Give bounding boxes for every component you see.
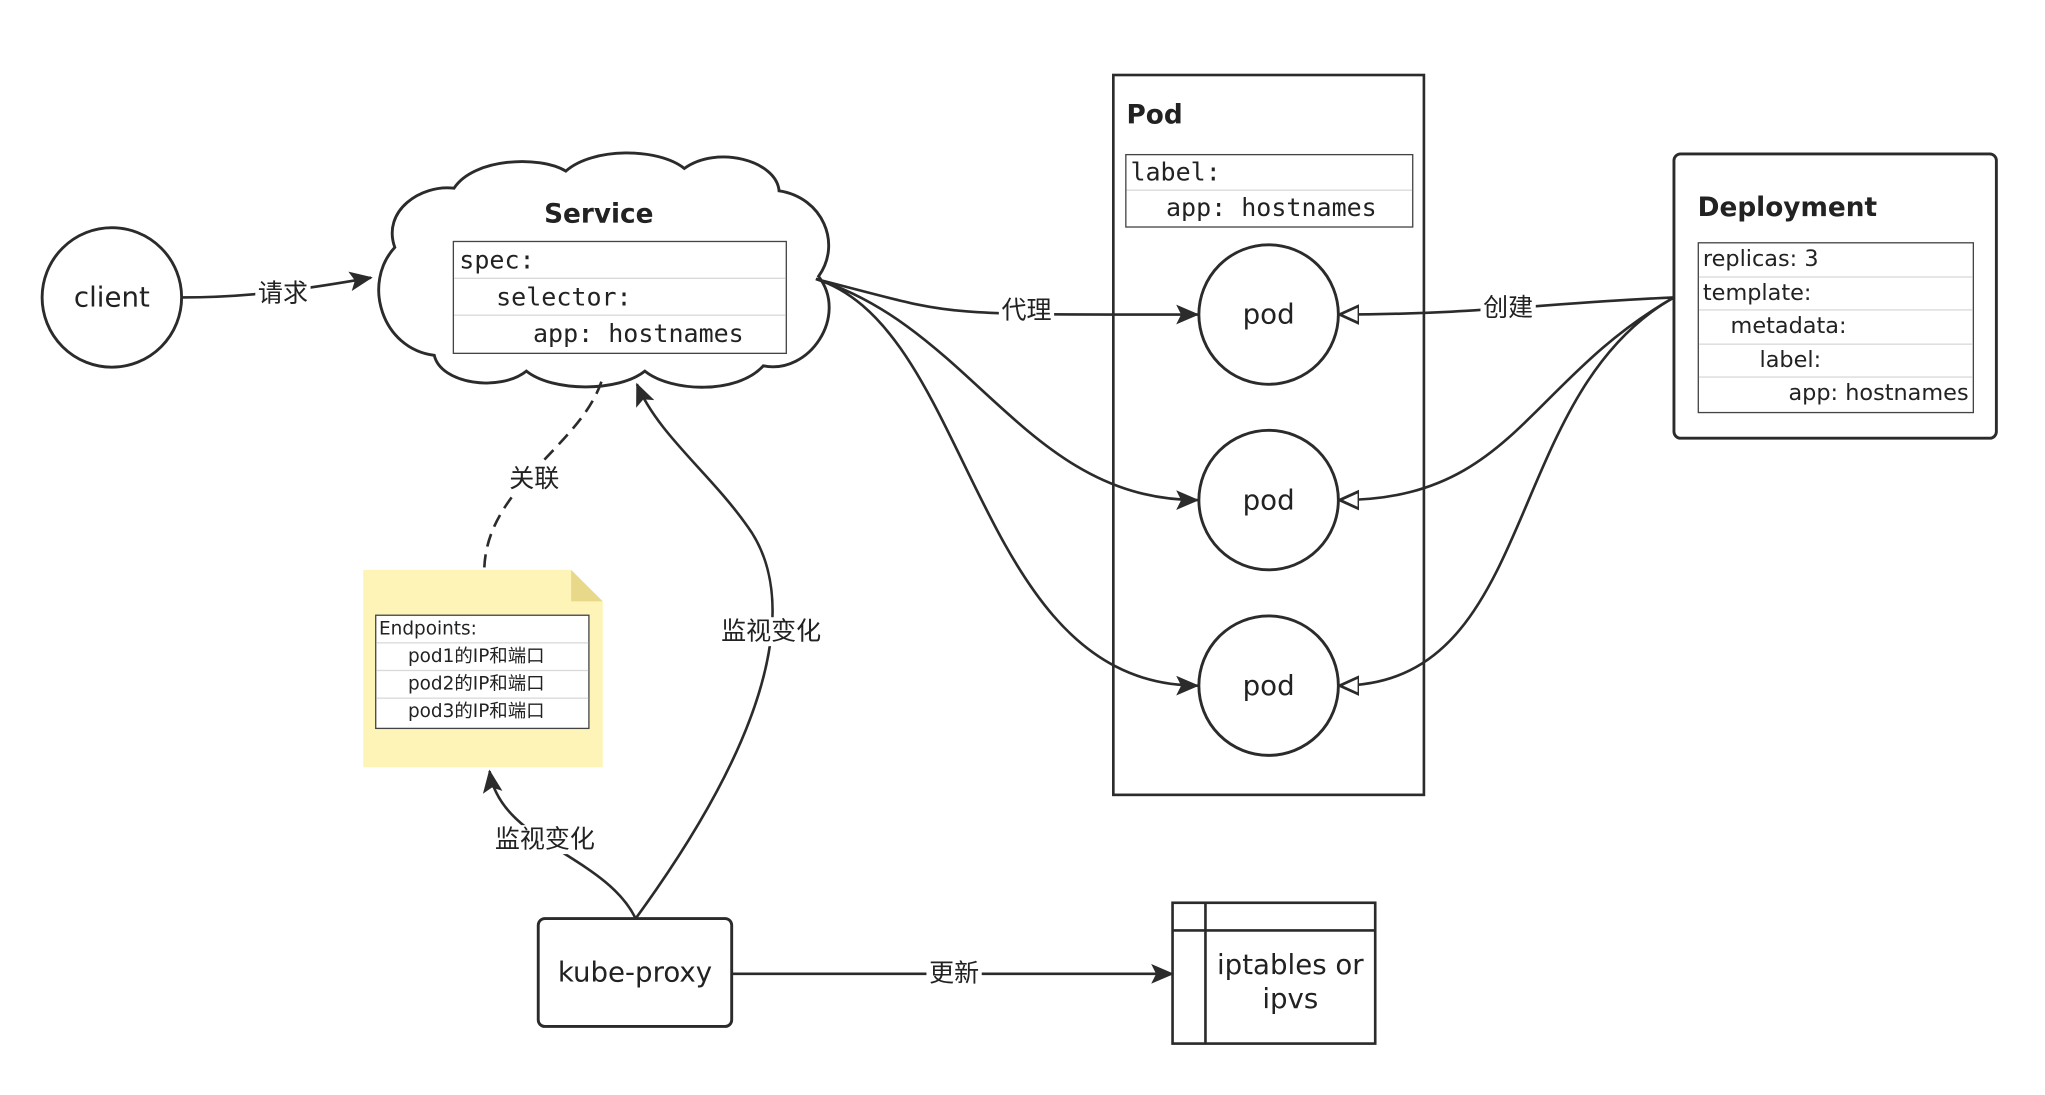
service-spec-line: spec:	[454, 242, 786, 279]
deployment-spec-line: label:	[1698, 345, 1973, 379]
pod-container-title: Pod	[1126, 98, 1183, 131]
pod-label-line: app: hostnames	[1165, 193, 1377, 223]
edge-label-create: 创建	[1480, 293, 1536, 323]
edge-deployment-pod-3	[1340, 296, 1675, 685]
edge-label-watch-service: 监视变化	[718, 617, 824, 647]
pod-label-box: label: app: hostnames	[1125, 153, 1414, 228]
deployment-spec-line: metadata:	[1698, 311, 1973, 345]
pod-label-line: label:	[1126, 155, 1413, 191]
deployment-spec-line: app: hostnames	[1788, 380, 1969, 408]
deployment-title: Deployment	[1697, 190, 1878, 223]
pod-label-3: pod	[1242, 669, 1295, 702]
endpoints-line: pod1的IP和端口	[376, 644, 589, 672]
service-spec-box: spec: selector: app: hostnames	[452, 240, 787, 355]
edge-label-associate: 关联	[506, 464, 562, 494]
deployment-spec-box: replicas: 3 template: metadata: label: a…	[1697, 242, 1974, 414]
iptables-label: iptables or ipvs	[1205, 948, 1375, 1016]
iptables-label-line1: iptables or	[1216, 948, 1364, 981]
service-title: Service	[544, 197, 654, 229]
iptables-label-line2: ipvs	[1262, 983, 1319, 1015]
endpoints-line: pod3的IP和端口	[407, 701, 545, 723]
service-spec-line: app: hostnames	[532, 319, 744, 349]
edge-label-update: 更新	[926, 959, 982, 989]
edge-service-pod-3	[815, 277, 1200, 696]
endpoints-line: pod2的IP和端口	[376, 671, 589, 699]
endpoints-box: Endpoints: pod1的IP和端口 pod2的IP和端口 pod3的IP…	[375, 614, 590, 730]
service-spec-line: selector:	[454, 279, 786, 316]
client-label: client	[73, 281, 150, 314]
endpoints-line: Endpoints:	[376, 616, 589, 644]
kube-proxy-label: kube-proxy	[557, 956, 713, 989]
edge-service-pod-2	[815, 277, 1200, 510]
pod-label-1: pod	[1242, 298, 1295, 331]
deployment-spec-line: replicas: 3	[1698, 243, 1973, 278]
endpoints-note-fold	[571, 569, 603, 602]
edge-label-request: 请求	[255, 278, 311, 308]
deployment-spec-line: template:	[1698, 277, 1973, 311]
edge-service-pod-1	[815, 277, 1200, 325]
edge-label-proxy: 代理	[998, 296, 1055, 326]
edge-proxy-service	[634, 382, 774, 920]
edge-label-watch-endpoints: 监视变化	[492, 825, 598, 855]
edge-deployment-pod-2	[1340, 296, 1675, 500]
pod-label-2: pod	[1242, 484, 1295, 516]
